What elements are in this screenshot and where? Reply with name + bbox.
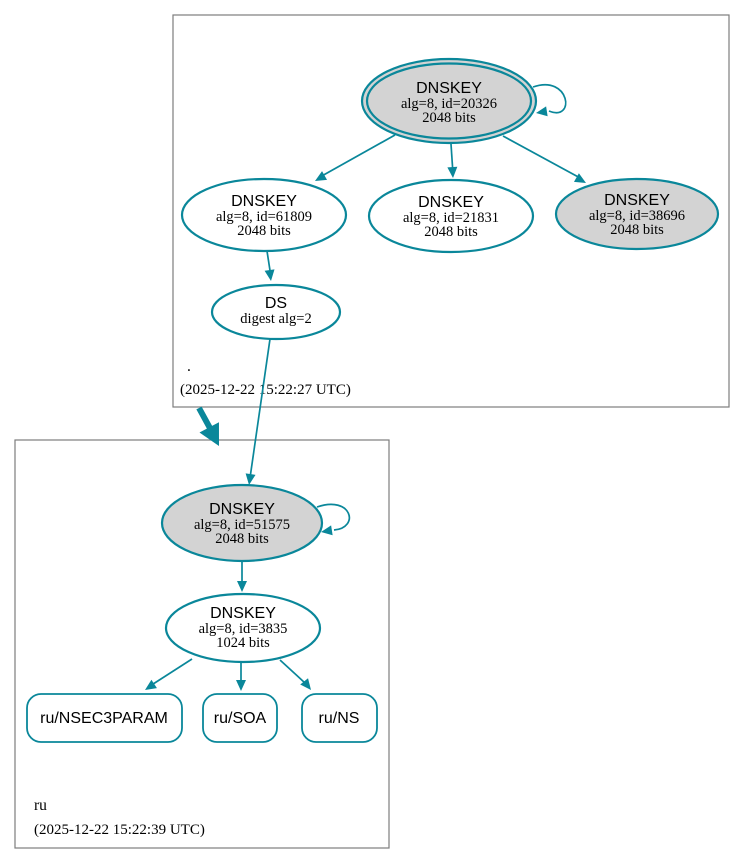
- arrowhead: [236, 680, 246, 691]
- edge-root-ksk-to-zsk-38696: [502, 135, 583, 180]
- edge-root-zone-to-ru-zone: [196, 406, 214, 432]
- node-root-ksk-detail2: 2048 bits: [422, 110, 476, 126]
- node-ru-zsk-ellipse: [164, 592, 322, 664]
- arrowhead: [245, 473, 256, 485]
- node-ru-nsec3param-rrset[interactable]: ru/NSEC3PARAM: [26, 693, 183, 743]
- node-ru-nsec3param-label: ru/NSEC3PARAM: [40, 710, 168, 727]
- zone-ru: ru (2025-12-22 15:22:39 UTC): [14, 439, 390, 849]
- node-root-zsk-21831-dnskey[interactable]: DNSKEY alg=8, id=21831 2048 bits: [367, 178, 535, 254]
- node-root-ksk-dnskey[interactable]: DNSKEY alg=8, id=20326 2048 bits: [360, 57, 538, 145]
- arrowhead: [264, 269, 275, 281]
- zone-root-timestamp: (2025-12-22 15:22:27 UTC): [180, 382, 351, 398]
- node-root-zsk-61809-detail1: alg=8, id=61809: [216, 209, 312, 225]
- arrowhead: [447, 166, 458, 178]
- node-root-ksk-title: DNSKEY: [416, 80, 482, 97]
- arrowhead: [145, 679, 157, 690]
- node-ru-ksk-detail1: alg=8, id=51575: [194, 517, 290, 533]
- node-ru-ksk-title: DNSKEY: [209, 501, 275, 518]
- arrowhead: [573, 173, 586, 183]
- node-root-zsk-21831-title: DNSKEY: [418, 194, 484, 211]
- arrowhead: [300, 678, 311, 690]
- zone-ru-label: ru: [34, 797, 47, 814]
- node-root-zsk-38696-title: DNSKEY: [604, 192, 670, 209]
- node-root-ds[interactable]: DS digest alg=2: [210, 283, 342, 341]
- arrowhead: [315, 171, 328, 181]
- edge-ds-to-ru-ksk: [249, 338, 271, 479]
- node-root-zsk-21831-ellipse: [367, 178, 535, 254]
- edge-root-ksk-self-sign: [532, 84, 567, 114]
- node-ru-ksk-dnskey[interactable]: DNSKEY alg=8, id=51575 2048 bits: [160, 483, 324, 563]
- zone-ru-timestamp: (2025-12-22 15:22:39 UTC): [34, 822, 205, 838]
- zone-ru-box: [14, 439, 390, 849]
- node-ru-ns-rect: [301, 693, 378, 743]
- node-root-zsk-38696-detail2: 2048 bits: [610, 222, 664, 238]
- zone-root-box: [172, 14, 730, 408]
- node-ru-zsk-dnskey[interactable]: DNSKEY alg=8, id=3835 1024 bits: [164, 592, 322, 664]
- node-root-zsk-61809-title: DNSKEY: [231, 193, 297, 210]
- zone-root: . (2025-12-22 15:22:27 UTC): [172, 14, 730, 408]
- node-root-zsk-38696-ellipse: [554, 177, 720, 251]
- node-ru-zsk-title: DNSKEY: [210, 605, 276, 622]
- node-root-ds-title: DS: [265, 295, 287, 312]
- node-ru-zsk-detail1: alg=8, id=3835: [199, 621, 288, 637]
- arrowhead: [536, 106, 548, 117]
- node-ru-zsk-detail2: 1024 bits: [216, 635, 270, 651]
- node-root-zsk-61809-detail2: 2048 bits: [237, 223, 291, 239]
- zone-ru-graph: DNSKEY alg=8, id=51575 2048 bits DNSKEY …: [26, 483, 378, 743]
- arrowhead: [199, 422, 219, 446]
- node-ru-ksk-detail2: 2048 bits: [215, 531, 269, 547]
- arrowhead: [321, 525, 333, 536]
- node-ru-ns-rrset[interactable]: ru/NS: [301, 693, 378, 743]
- node-ru-ksk-ellipse: [160, 483, 324, 563]
- node-root-zsk-61809-dnskey[interactable]: DNSKEY alg=8, id=61809 2048 bits: [180, 177, 348, 253]
- zone-root-graph: DNSKEY alg=8, id=20326 2048 bits DNSKEY …: [180, 57, 720, 341]
- node-root-ksk-inner-ellipse: [365, 62, 533, 140]
- node-ru-soa-rrset[interactable]: ru/SOA: [202, 693, 278, 743]
- node-ru-soa-rect: [202, 693, 278, 743]
- node-ru-soa-label: ru/SOA: [214, 710, 267, 727]
- edge-ru-ksk-self-sign: [316, 503, 351, 531]
- node-ru-ns-label: ru/NS: [319, 710, 360, 727]
- node-root-ds-ellipse: [210, 283, 342, 341]
- zone-root-label: .: [187, 358, 191, 375]
- node-ru-nsec3param-rect: [26, 693, 183, 743]
- edge-ru-zsk-to-ns: [279, 659, 308, 686]
- inter-zone-edges: [196, 338, 271, 485]
- node-root-zsk-21831-detail1: alg=8, id=21831: [403, 210, 499, 226]
- edge-ru-zsk-to-nsec3param: [149, 658, 193, 687]
- node-root-zsk-38696-detail1: alg=8, id=38696: [589, 208, 685, 224]
- edge-root-ksk-to-zsk-61809: [319, 134, 396, 178]
- node-root-zsk-61809-ellipse: [180, 177, 348, 253]
- node-root-ksk-outer-ellipse: [360, 57, 538, 145]
- node-root-ksk-detail1: alg=8, id=20326: [401, 96, 497, 112]
- node-root-zsk-21831-detail2: 2048 bits: [424, 224, 478, 240]
- node-root-zsk-38696-dnskey[interactable]: DNSKEY alg=8, id=38696 2048 bits: [554, 177, 720, 251]
- arrowhead: [237, 581, 247, 592]
- node-root-ds-detail1: digest alg=2: [240, 311, 311, 327]
